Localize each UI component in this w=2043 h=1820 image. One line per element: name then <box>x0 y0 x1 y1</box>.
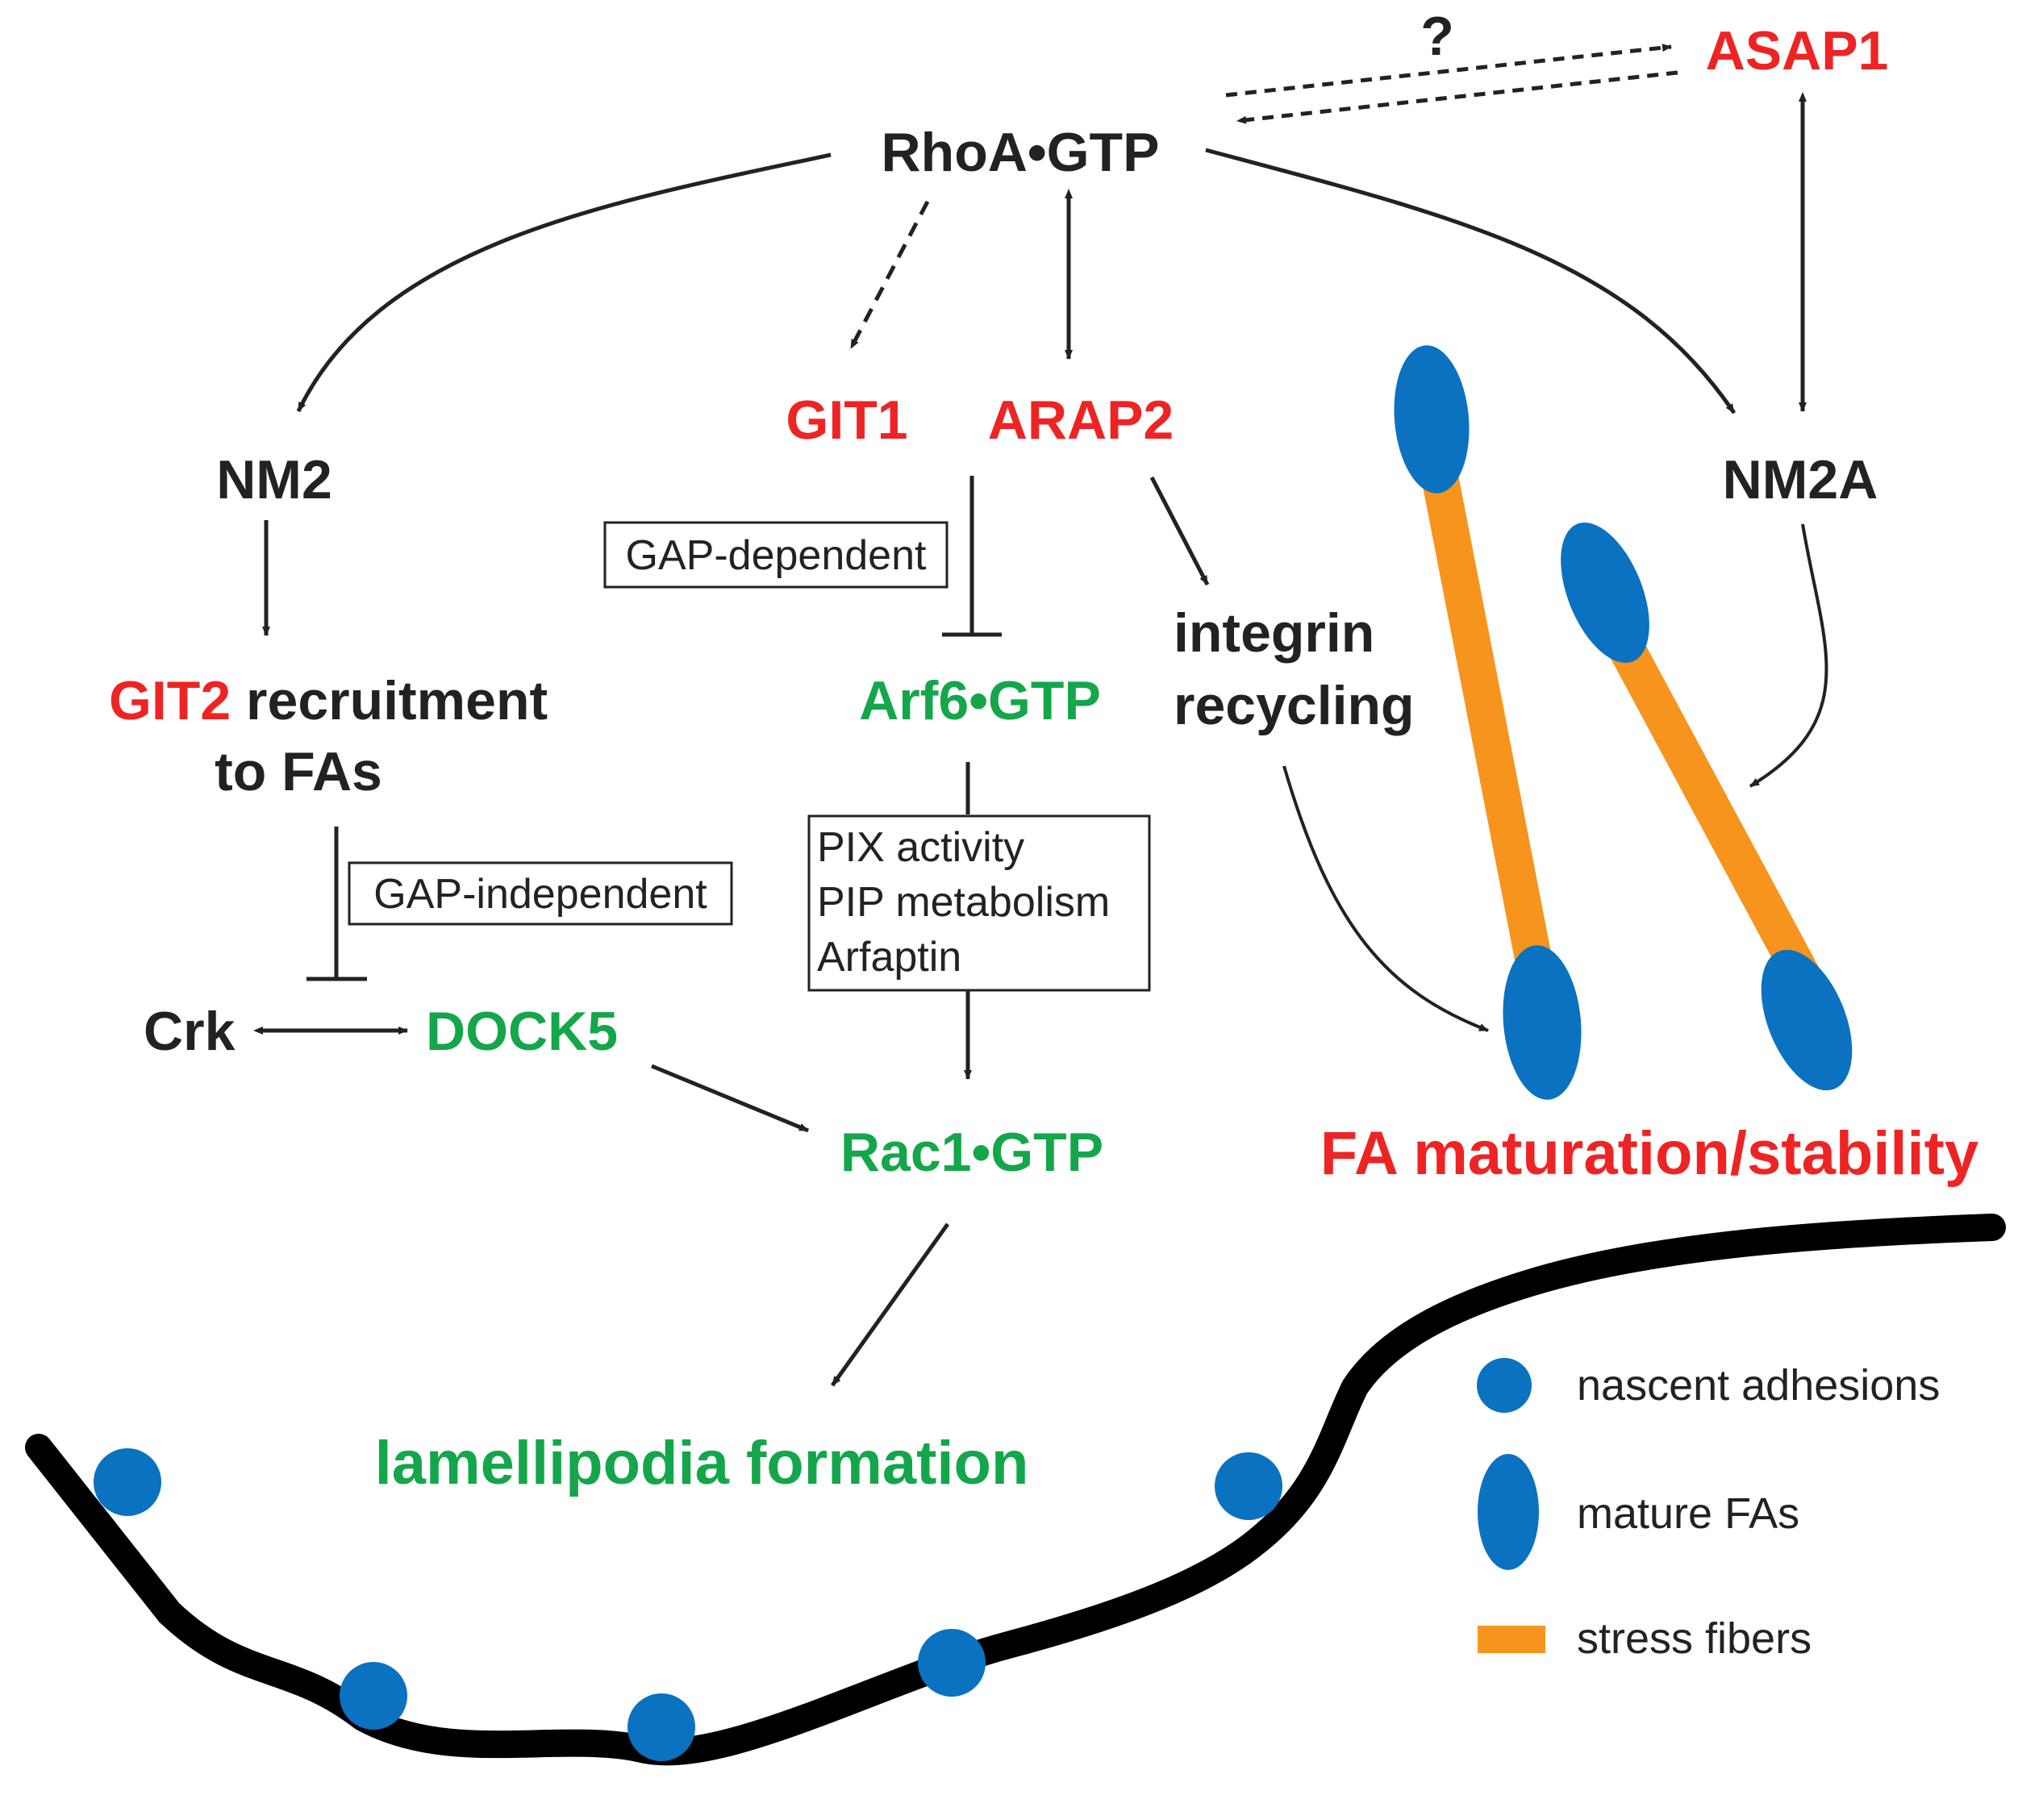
node-nm2: NM2 <box>216 449 332 510</box>
outcome-lamellipodia-formation: lamellipodia formation <box>375 1429 1029 1497</box>
node-recycling: recycling <box>1174 675 1415 736</box>
stress-fiber-group-1 <box>1394 345 1582 1100</box>
arrow-rac1-to-lamellipodia <box>830 1222 950 1387</box>
outcome-fa-maturation: FA maturation/stability <box>1320 1119 1978 1188</box>
node-asap1: ASAP1 <box>1706 20 1889 81</box>
node-arap2: ARAP2 <box>988 389 1174 451</box>
legend-fibers-swatch <box>1478 1626 1545 1653</box>
mature-fa-bottom <box>1761 949 1853 1091</box>
arrow-asap1-to-rhoa <box>1236 70 1678 124</box>
arrow-rhoa-to-nm2a <box>1205 148 1737 414</box>
nascent-adhesion <box>94 1448 161 1516</box>
box-mechanism-pip: PIP metabolism <box>817 879 1110 926</box>
unknown-link-question-mark: ? <box>1420 6 1454 67</box>
nascent-adhesion <box>1215 1452 1282 1520</box>
rhoa-asap1-dashed-arrows <box>1225 44 1678 124</box>
arrow-rhoa-to-asap1 <box>1225 44 1672 98</box>
box-gap-independent-label: GAP-independent <box>373 871 707 918</box>
cell-membrane <box>25 1214 2006 1766</box>
node-arf6-gtp: Arf6•GTP <box>859 670 1101 731</box>
legend-nascent-swatch <box>1477 1358 1532 1413</box>
mature-fa-top <box>1561 522 1649 664</box>
node-crk: Crk <box>144 1001 236 1062</box>
mature-fa-bottom <box>1503 945 1582 1100</box>
node-git2-recruitment: GIT2 recruitment <box>109 670 548 731</box>
box-mechanism-pix: PIX activity <box>817 824 1024 871</box>
node-nm2a: NM2A <box>1723 449 1878 510</box>
nascent-adhesion <box>918 1629 986 1697</box>
node-git1: GIT1 <box>786 389 907 451</box>
arrow-arap2-to-integrin <box>1149 476 1210 586</box>
arrow-nm2a-to-fa <box>1749 523 1828 788</box>
box-mechanism-arfaptin: Arfaptin <box>817 934 961 981</box>
arrow-integrin-to-fa <box>1282 765 1489 1032</box>
legend: nascent adhesions mature FAs stress fibe… <box>1477 1358 1940 1663</box>
nascent-adhesions <box>94 1448 1282 1761</box>
connectors <box>253 44 1828 1387</box>
legend-fibers-label: stress fibers <box>1577 1614 1812 1663</box>
arrow-dock5-to-rac1 <box>651 1064 809 1133</box>
arrow-rhoa-to-nm2 <box>296 152 832 413</box>
box-gap-independent: GAP-independent <box>348 861 733 926</box>
node-git2: GIT2 <box>109 670 231 731</box>
box-gap-dependent-label: GAP-dependent <box>626 532 927 579</box>
box-gap-dependent: GAP-dependent <box>603 521 949 589</box>
node-integrin: integrin <box>1174 602 1374 664</box>
node-dock5: DOCK5 <box>426 1001 618 1062</box>
stress-fiber <box>1417 452 1561 1008</box>
arrow-rhoa-to-git1 <box>848 200 930 350</box>
node-rhoa-gtp: RhoA•GTP <box>882 122 1160 183</box>
node-git2-recruitment-text: recruitment <box>231 670 548 731</box>
mature-fa-top <box>1394 345 1470 494</box>
legend-mature-swatch <box>1478 1454 1539 1570</box>
legend-nascent-label: nascent adhesions <box>1577 1361 1940 1410</box>
stress-fiber <box>1588 600 1824 993</box>
nascent-adhesion <box>340 1662 407 1730</box>
node-to-fas: to FAs <box>215 741 382 802</box>
stress-fiber-group-2 <box>1561 522 1853 1091</box>
nascent-adhesion <box>627 1693 695 1761</box>
box-mechanisms: PIX activity PIP metabolism Arfaptin <box>807 814 1151 992</box>
node-rac1-gtp: Rac1•GTP <box>840 1122 1103 1183</box>
legend-mature-label: mature FAs <box>1577 1489 1799 1538</box>
